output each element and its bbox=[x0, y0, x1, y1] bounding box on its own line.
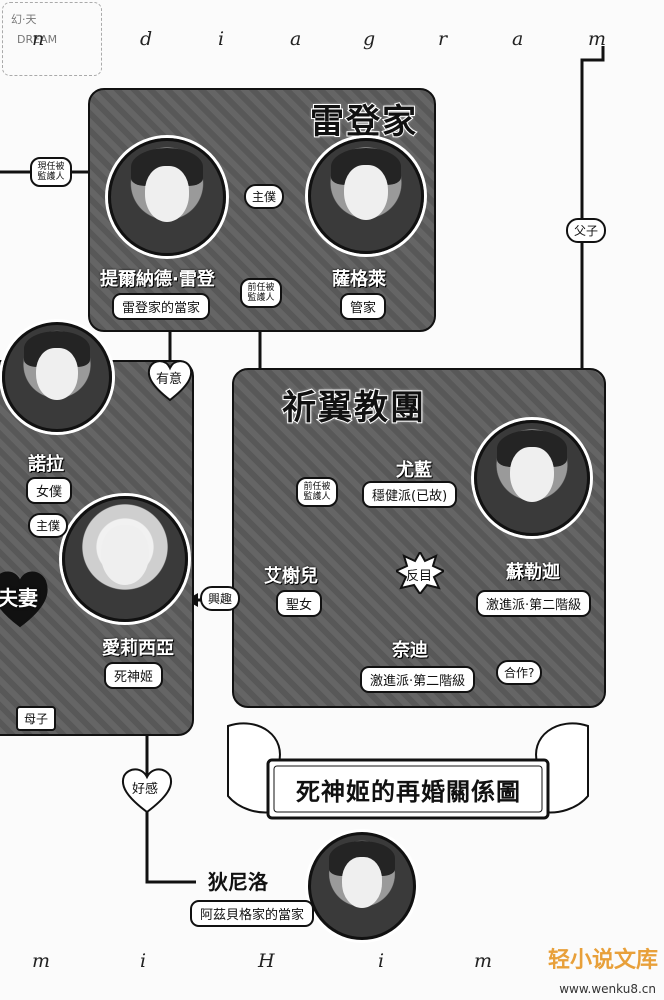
relation-former-guardian-1: 前任被監護人 bbox=[240, 278, 282, 308]
name-nora: 諾拉 bbox=[28, 454, 64, 475]
title-banner: 死神姬的再婚關係圖 bbox=[218, 716, 598, 826]
top-word: n d i a g r a m bbox=[0, 28, 664, 58]
name-alicia: 愛莉西亞 bbox=[102, 638, 174, 659]
heart-icon bbox=[0, 571, 48, 628]
portrait-sulejia bbox=[474, 420, 590, 536]
relation-mother-daughter: 母子 bbox=[16, 706, 57, 731]
relation-interested: 有意 bbox=[156, 372, 183, 387]
relation-current-guardian: 現任被監護人 bbox=[30, 157, 72, 187]
publisher-logo: 幻·天 DREAM bbox=[2, 2, 102, 76]
bottom-letter: m bbox=[474, 950, 493, 972]
role-dinilo: 阿茲貝格家的當家 bbox=[190, 900, 315, 927]
heart-icon bbox=[122, 768, 172, 814]
watermark-brand: 轻小说文库 bbox=[547, 948, 658, 973]
role-youlan: 穩健派(已故) bbox=[362, 481, 458, 508]
relation-former-guardian-2: 前任被監護人 bbox=[296, 477, 338, 507]
banner-title: 死神姬的再婚關係圖 bbox=[296, 777, 521, 806]
watermark-url: www.wenku8.cn bbox=[559, 982, 656, 996]
top-letter: g bbox=[363, 28, 376, 50]
bottom-letter: i bbox=[140, 950, 147, 972]
qiyi-order-title: 祈翼教團 bbox=[281, 387, 426, 429]
relation-rivals: 反目 bbox=[406, 569, 433, 584]
bottom-letter: m bbox=[32, 950, 51, 972]
heart-icon bbox=[147, 360, 193, 402]
role-nora: 女僕 bbox=[26, 477, 73, 504]
relation-master-servant-2: 主僕 bbox=[28, 513, 69, 538]
relation-cooperate: 合作? bbox=[496, 660, 543, 685]
top-letter: a bbox=[512, 28, 524, 50]
relation-master-servant-1: 主僕 bbox=[244, 184, 285, 209]
top-letter: m bbox=[588, 28, 607, 50]
portrait-sagler bbox=[308, 138, 424, 254]
name-aishuer: 艾榭兒 bbox=[264, 566, 318, 587]
top-letter: a bbox=[290, 28, 302, 50]
logo-line1: 幻·天 bbox=[11, 13, 37, 26]
bottom-letter: i bbox=[378, 950, 385, 972]
heart-affection: 好感 bbox=[120, 766, 174, 814]
logo-line2: DREAM bbox=[17, 33, 58, 46]
relation-spouse: 夫妻 bbox=[0, 586, 38, 610]
heart-interested: 有意 bbox=[146, 358, 194, 402]
bottom-word: m i H i m bbox=[0, 950, 664, 980]
role-tiernard: 雷登家的當家 bbox=[112, 293, 211, 320]
banner-scroll bbox=[227, 722, 589, 820]
leiden-family-title: 雷登家 bbox=[309, 101, 418, 143]
top-letter: n bbox=[32, 28, 45, 50]
top-letter: r bbox=[438, 28, 448, 50]
portrait-tiernard bbox=[108, 138, 226, 256]
name-sulejia: 蘇勒迦 bbox=[506, 562, 560, 583]
role-aishuer: 聖女 bbox=[276, 590, 323, 617]
relation-rivals-burst: 反目 bbox=[393, 549, 447, 596]
role-alicia: 死神姬 bbox=[104, 662, 164, 689]
name-dinilo: 狄尼洛 bbox=[208, 870, 268, 894]
name-sagler: 薩格萊 bbox=[332, 269, 386, 290]
relation-father-son: 父子 bbox=[566, 218, 607, 243]
role-sulejia: 激進派·第二階級 bbox=[476, 590, 592, 617]
heart-spouse: 夫妻 bbox=[0, 568, 50, 628]
portrait-dinilo bbox=[308, 832, 416, 940]
role-naidi: 激進派·第二階級 bbox=[360, 666, 476, 693]
top-letter: d bbox=[140, 28, 153, 50]
bottom-letter: H bbox=[258, 950, 275, 972]
name-naidi: 奈迪 bbox=[392, 640, 428, 661]
name-youlan: 尤藍 bbox=[396, 460, 432, 481]
role-sagler: 管家 bbox=[340, 293, 387, 320]
portrait-alicia bbox=[62, 496, 188, 622]
relation-affection: 好感 bbox=[132, 782, 159, 797]
top-letter: i bbox=[218, 28, 225, 50]
relation-interest: 興趣 bbox=[200, 586, 241, 611]
name-tiernard: 提爾納德·雷登 bbox=[100, 269, 215, 290]
portrait-nora bbox=[2, 322, 112, 432]
